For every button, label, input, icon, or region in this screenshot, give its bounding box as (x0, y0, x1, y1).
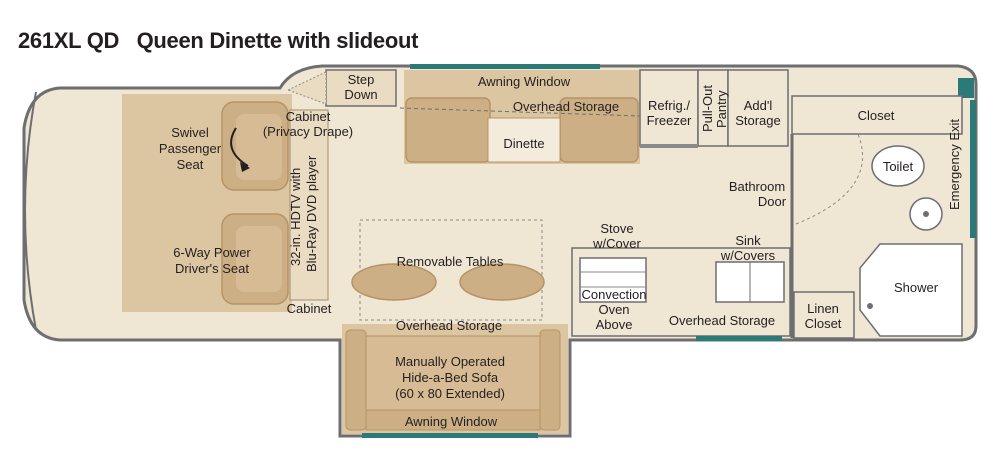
overhead-storage-dash (399, 107, 641, 117)
passenger-seat (221, 101, 289, 191)
dinette-table (487, 117, 561, 163)
linen-closet-box (793, 291, 855, 339)
dinette-seat-left (405, 97, 491, 163)
removable-table-right (459, 263, 545, 301)
front-bumper (24, 91, 37, 331)
label-refrig-2: Freezer (647, 113, 692, 128)
label-sink-2: w/Covers (720, 248, 776, 263)
label-addl-2: Storage (735, 113, 781, 128)
label-convection-1: Convection (581, 287, 646, 302)
label-linen-2: Closet (805, 316, 842, 331)
label-overhead-storage-kitchen: Overhead Storage (669, 313, 775, 328)
stove-icon (579, 257, 647, 303)
sofa-back (365, 409, 541, 431)
kitchen-window (696, 336, 782, 341)
bath-sink-drain-icon (923, 211, 929, 217)
swivel-arrow-icon (230, 127, 249, 167)
label-bathroom-door-1: Bathroom (729, 179, 785, 194)
entry-door-swing (286, 71, 327, 105)
label-cabinet-privacy-1: Cabinet (286, 109, 331, 124)
top-window-2 (958, 78, 974, 98)
sofa-cushion (365, 335, 541, 411)
label-bathroom-door-2: Door (758, 194, 787, 209)
label-swivel-3: Seat (177, 157, 204, 172)
label-pantry-1: Pull-Out (700, 85, 715, 132)
tv-cabinet (289, 109, 329, 301)
label-step-down-2: Down (344, 87, 377, 102)
label-emergency-exit: Emergency Exit (947, 119, 962, 210)
swivel-arrow-head-icon (240, 162, 250, 172)
label-sofa-3: (60 x 80 Extended) (395, 386, 505, 401)
label-dinette: Dinette (503, 136, 544, 151)
label-sofa-1: Manually Operated (395, 354, 505, 369)
label-stove-1: Stove (600, 221, 633, 236)
removable-table-left (351, 263, 437, 301)
tables-area (359, 219, 543, 321)
sofa-arm-left (345, 329, 367, 431)
floorplan-title: 261XL QD Queen Dinette with slideout (18, 28, 419, 53)
bathroom-door-swing (795, 133, 863, 225)
label-convection-2: Oven (598, 302, 629, 317)
label-driver-2: Driver's Seat (175, 261, 249, 276)
label-swivel-1: Swivel (171, 125, 209, 140)
label-driver-1: 6-Way Power (173, 245, 251, 260)
label-hdtv-1: 32-in. HDTV with (288, 168, 303, 266)
label-overhead-storage-top: Overhead Storage (513, 99, 619, 114)
label-stove-2: w/Cover (592, 236, 641, 251)
label-removable-tables: Removable Tables (397, 254, 504, 269)
label-toilet: Toilet (883, 159, 914, 174)
sofa-arm-right (539, 329, 561, 431)
shower-icon (859, 243, 963, 337)
label-closet: Closet (858, 108, 895, 123)
label-sofa-2: Hide-a-Bed Sofa (402, 370, 499, 385)
driver-seat (221, 213, 289, 305)
label-awning-window-bottom: Awning Window (405, 414, 498, 429)
label-addl-1: Add'l (744, 98, 773, 113)
label-hdtv-2: Blu-Ray DVD player (304, 155, 319, 272)
top-window-1 (410, 64, 600, 69)
emergency-exit-window (970, 100, 976, 238)
label-swivel-2: Passenger (159, 141, 222, 156)
label-overhead-storage-slide: Overhead Storage (396, 318, 502, 333)
additional-storage (727, 69, 789, 147)
shower-drain-icon (867, 303, 873, 309)
label-convection-3: Above (596, 317, 633, 332)
label-pantry-2: Pantry (714, 90, 729, 128)
label-shower: Shower (894, 280, 939, 295)
label-awning-window-top: Awning Window (478, 74, 571, 89)
closet-box (791, 95, 963, 135)
bottom-window (362, 433, 538, 438)
label-cabinet-privacy-2: (Privacy Drape) (263, 124, 353, 139)
toilet-icon (871, 145, 925, 187)
label-linen-1: Linen (807, 301, 839, 316)
label-sink-1: Sink (735, 233, 761, 248)
label-refrig-1: Refrig./ (648, 98, 690, 113)
label-step-down-1: Step (348, 72, 375, 87)
label-cabinet-bottom: Cabinet (287, 301, 332, 316)
